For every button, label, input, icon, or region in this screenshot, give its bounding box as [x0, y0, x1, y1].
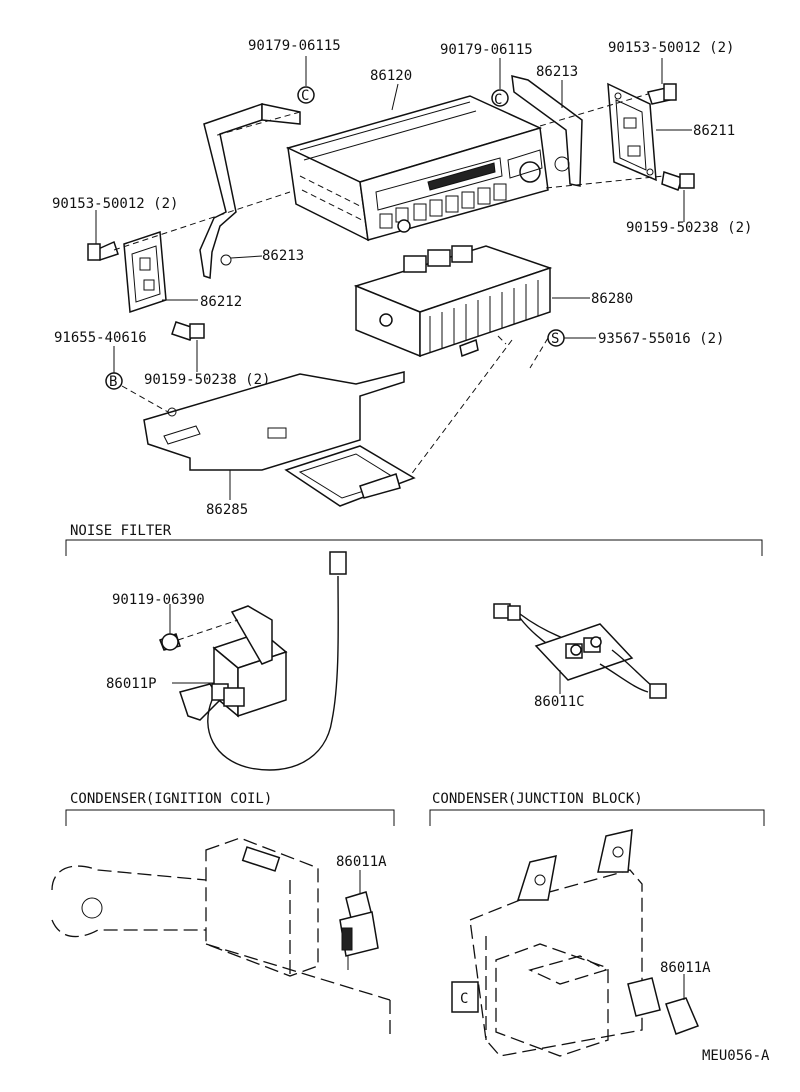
diagram-reference-code: MEU056-A: [702, 1048, 770, 1064]
label-86213-b: 86213: [262, 248, 304, 264]
noise-filter-86011C: [493, 603, 667, 699]
label-86120: 86120: [370, 68, 412, 84]
label-86011C: 86011C: [534, 694, 585, 710]
condenser-86011A-ignition: [339, 891, 379, 970]
label-90119-06390: 90119-06390: [112, 592, 205, 608]
junction-block-outline: C: [451, 829, 661, 1057]
svg-text:C: C: [460, 991, 468, 1007]
label-90179-06115-b: 90179-06115: [440, 42, 533, 58]
bolt-90153-right: [647, 83, 677, 105]
plate-86212: [123, 230, 167, 314]
noise-filter-86011P: [179, 551, 347, 771]
noise-filter-bracket: [65, 539, 763, 556]
bracket-86285: [143, 371, 416, 507]
nut-90179-left: C: [297, 86, 315, 104]
amplifier-86280: [353, 245, 553, 358]
bolt-90159-left: [171, 321, 205, 341]
bolt-90153-left: [87, 240, 119, 261]
condenser-junction-bracket: [429, 809, 765, 826]
label-86011A-b: 86011A: [660, 960, 711, 976]
label-90159-50238-b: 90159-50238 (2): [144, 372, 270, 388]
section-title-condenser-junction: CONDENSER(JUNCTION BLOCK): [432, 791, 643, 807]
label-90179-06115-a: 90179-06115: [248, 38, 341, 54]
clip-91655-marker: B: [105, 372, 123, 390]
label-86285: 86285: [206, 502, 248, 518]
label-93567-55016: 93567-55016 (2): [598, 331, 724, 347]
condenser-86011A-junction: [665, 997, 700, 1035]
label-86011P: 86011P: [106, 676, 157, 692]
screw-93567-marker: S: [547, 329, 565, 347]
label-86213-a: 86213: [536, 64, 578, 80]
label-91655-40616: 91655-40616: [54, 330, 147, 346]
radio-receiver: [285, 95, 549, 242]
svg-text:C: C: [301, 88, 309, 104]
label-90153-50012-b: 90153-50012 (2): [52, 196, 178, 212]
bolt-90159-right: [661, 171, 695, 191]
label-86011A-a: 86011A: [336, 854, 387, 870]
label-90159-50238-a: 90159-50238 (2): [626, 220, 752, 236]
label-86280: 86280: [591, 291, 633, 307]
nut-90179-right: [491, 89, 509, 107]
svg-text:S: S: [551, 331, 559, 347]
svg-text:B: B: [109, 374, 117, 390]
label-86212: 86212: [200, 294, 242, 310]
bracket-86213-left: [199, 102, 301, 280]
ignition-coil-outline: [51, 837, 391, 1040]
screw-90119: [159, 633, 181, 651]
section-title-noise-filter: NOISE FILTER: [70, 523, 172, 539]
marker-c-bracket: C: [494, 92, 502, 108]
section-title-condenser-ignition: CONDENSER(IGNITION COIL): [70, 791, 272, 807]
condenser-ignition-bracket: [65, 809, 395, 826]
label-90153-50012-a: 90153-50012 (2): [608, 40, 734, 56]
plate-86211: [607, 82, 657, 182]
bracket-86213-right: [511, 75, 583, 187]
label-86211: 86211: [693, 123, 735, 139]
